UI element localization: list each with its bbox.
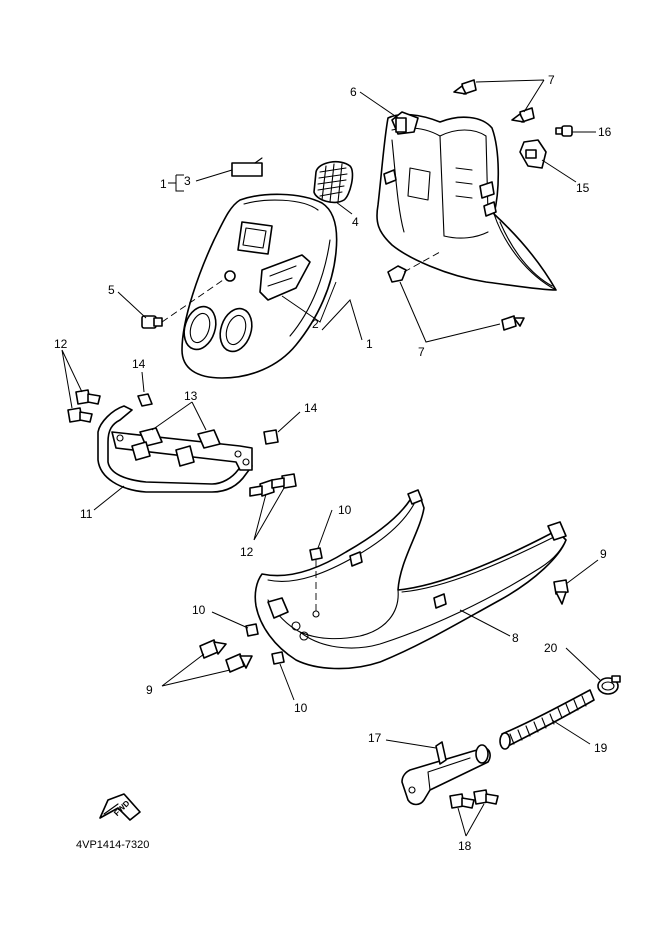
hose-part-19 — [499, 689, 595, 750]
collar-part-13-a — [131, 427, 163, 461]
callout-labels: 1 3 4 5 2 1 6 7 16 15 7 12 14 14 13 11 1… — [54, 73, 612, 853]
bracket-part-11 — [97, 405, 253, 493]
callout-7-top: 7 — [548, 73, 555, 87]
stand-part-17 — [401, 741, 491, 806]
callout-9-right: 9 — [600, 547, 607, 561]
under-cover-part-8 — [254, 489, 567, 670]
callout-1-lower: 1 — [366, 337, 373, 351]
callout-1: 1 — [160, 177, 167, 191]
screw-part-9-a — [199, 639, 227, 659]
screw-part-16 — [555, 125, 573, 137]
screw-part-9-b — [225, 653, 253, 673]
nut-part-10-b — [245, 623, 259, 637]
bolt-part-12-d — [271, 473, 297, 489]
clamp-part-20 — [597, 675, 621, 695]
leader-lines — [61, 79, 601, 837]
grille-part-4 — [313, 160, 354, 204]
callout-7-bottom: 7 — [418, 345, 425, 359]
callout-14-right: 14 — [304, 401, 318, 415]
nut-part-14-b — [263, 429, 279, 445]
bolt-part-12-a — [75, 389, 101, 405]
callout-14-left: 14 — [132, 357, 146, 371]
callout-19: 19 — [594, 741, 608, 755]
callout-10-bottom: 10 — [294, 701, 308, 715]
screw-part-7-bottom-a — [387, 251, 441, 283]
front-cover-part-1 — [181, 193, 338, 379]
forward-arrow-icon: FWD — [99, 793, 141, 821]
bolt-part-12-c — [249, 479, 275, 497]
bolt-part-12-b — [67, 407, 93, 423]
screw-part-7-top-b — [511, 107, 535, 123]
label-part-3 — [231, 157, 263, 177]
leg-shield-inner-part — [376, 113, 557, 291]
callout-12-bottom: 12 — [240, 545, 254, 559]
nut-part-10-c — [271, 651, 285, 665]
callout-20: 20 — [544, 641, 558, 655]
clip-part-6 — [391, 111, 419, 135]
part-code: 4VP1414-7320 — [76, 839, 149, 851]
callout-15: 15 — [576, 181, 590, 195]
collar-part-13-b — [175, 429, 221, 467]
callout-16: 16 — [598, 125, 612, 139]
screw-part-5 — [141, 277, 227, 329]
callout-5: 5 — [108, 283, 115, 297]
callout-18: 18 — [458, 839, 472, 853]
bolt-part-18-b — [473, 789, 499, 805]
bolt-part-18-a — [449, 793, 475, 809]
callout-4: 4 — [352, 215, 359, 229]
nut-part-10-a — [309, 547, 323, 618]
screw-part-7-bottom-b — [501, 315, 525, 331]
screw-part-9-c — [553, 579, 569, 605]
callout-10-left: 10 — [192, 603, 206, 617]
clip-part-15 — [519, 139, 547, 169]
callout-11: 11 — [80, 507, 93, 521]
callout-8: 8 — [512, 631, 519, 645]
callout-12-top: 12 — [54, 337, 68, 351]
callout-9-left: 9 — [146, 683, 153, 697]
callout-17: 17 — [368, 731, 382, 745]
callout-6: 6 — [350, 85, 357, 99]
screw-part-7-top-a — [453, 79, 477, 95]
emblem-part-2 — [259, 254, 311, 301]
callout-13: 13 — [184, 389, 198, 403]
callout-3: 3 — [184, 174, 191, 188]
nut-part-14-a — [137, 393, 153, 407]
callout-10-top: 10 — [338, 503, 352, 517]
callout-2: 2 — [312, 317, 319, 331]
